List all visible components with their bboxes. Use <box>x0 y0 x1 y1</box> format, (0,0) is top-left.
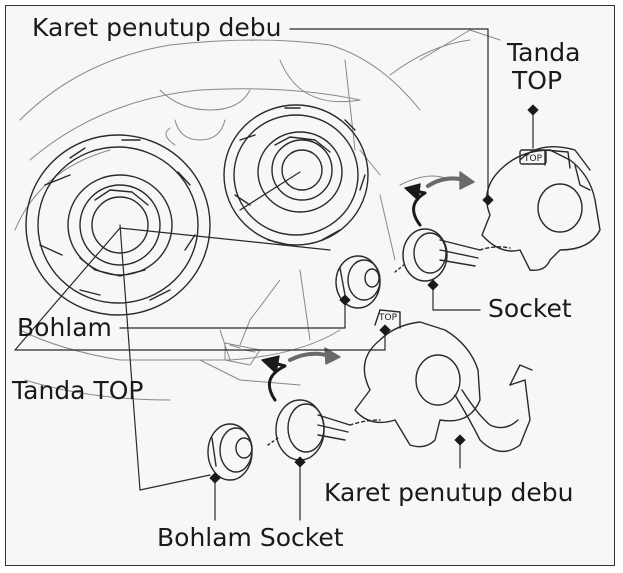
label-top-mark-left: Tanda TOP <box>12 376 144 405</box>
lower-socket <box>267 399 381 461</box>
lower-dust-cover <box>354 309 533 453</box>
upper-socket <box>394 228 511 282</box>
label-bulb-socket-bottom: Bohlam Socket <box>157 523 344 552</box>
diagram-frame <box>5 5 615 566</box>
label-top-mark-line1: Tanda <box>507 38 581 67</box>
rotate-arrow-lower <box>267 360 287 402</box>
label-dust-cover-bottom: Karet penutup debu <box>324 478 574 507</box>
label-socket: Socket <box>488 294 572 323</box>
upper-dust-cover <box>481 146 601 271</box>
right-headlight-housing <box>223 104 369 246</box>
lower-bulb <box>207 423 253 481</box>
top-tag-upper: TOP <box>523 154 543 164</box>
label-bulb: Bohlam <box>17 313 112 342</box>
pull-arrow-lower <box>288 351 332 362</box>
label-top-mark-line2: TOP <box>512 66 563 95</box>
top-tag-lower: TOP <box>378 313 398 323</box>
leader-lines <box>14 28 534 521</box>
label-dust-cover-top: Karet penutup debu <box>32 13 282 42</box>
vehicle-structure-lines <box>14 29 501 401</box>
left-headlight-housing <box>25 134 211 316</box>
upper-bulb <box>335 255 381 309</box>
leader-dots <box>209 104 539 484</box>
rotate-arrow-upper <box>408 188 427 227</box>
